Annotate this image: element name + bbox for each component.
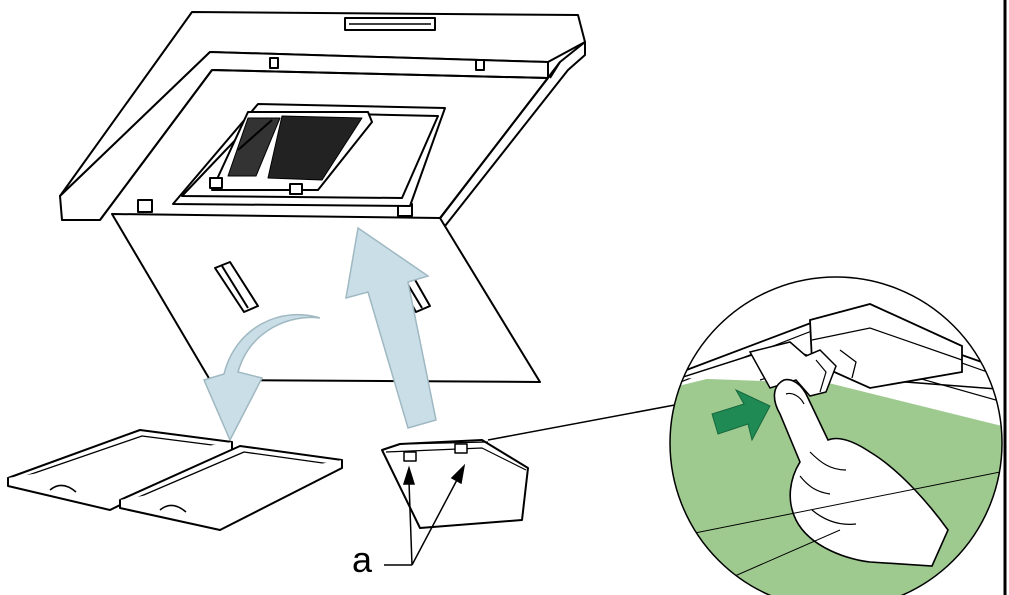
detail-circle-outline — [669, 276, 1003, 595]
insert-arrow — [345, 226, 437, 429]
grease-filter-left — [7, 429, 233, 511]
grease-filter-right — [119, 445, 343, 531]
hood-panel — [111, 213, 541, 383]
remove-arrow — [202, 313, 321, 442]
callout-label-a: a — [352, 539, 373, 580]
detail-leader-line — [487, 403, 681, 441]
panel-handle-left — [214, 261, 259, 313]
detail-push-arrow — [711, 388, 771, 442]
motor-filter-mesh — [267, 115, 363, 181]
range-hood — [59, 11, 586, 227]
detail-magnifier — [669, 276, 1003, 595]
hand-finger — [773, 378, 949, 567]
callout-a — [384, 463, 466, 566]
